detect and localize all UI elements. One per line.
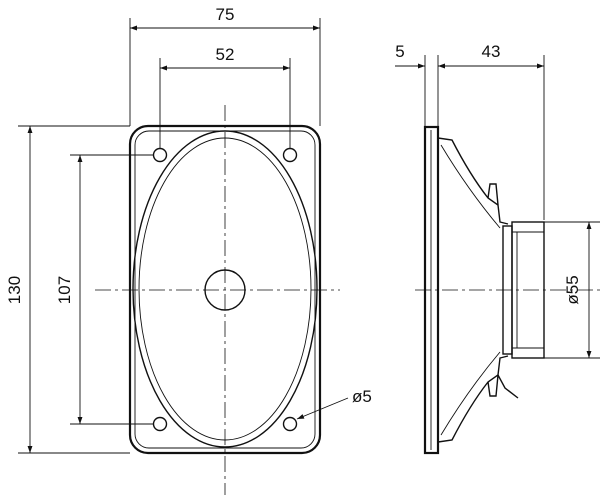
mounting-hole-top-left — [152, 147, 168, 163]
dim-overall-height-label: 130 — [5, 276, 24, 304]
dim-hole-diameter-label: ø5 — [352, 387, 372, 406]
dim-overall-width-label: 75 — [216, 5, 235, 24]
dim-magnet-diameter-label: ø55 — [563, 275, 582, 304]
dim-hole-spacing-height-label: 107 — [55, 276, 74, 304]
cone-outer-ellipse — [132, 130, 318, 448]
dimension-lines: 75 52 130 107 5 43 ø55 ø5 — [5, 5, 600, 454]
mounting-hole-top-right — [282, 147, 298, 163]
dim-hole-spacing-width-label: 52 — [216, 45, 235, 64]
dim-flange-thickness-label: 5 — [395, 42, 404, 61]
side-basket-bottom — [437, 355, 509, 443]
side-cone-line-bottom — [440, 351, 501, 436]
mounting-hole-bottom-left — [152, 416, 168, 432]
side-basket-top — [437, 137, 509, 225]
side-view — [415, 125, 600, 455]
front-view — [95, 105, 340, 495]
side-tab-top — [487, 183, 499, 206]
dim-hole-diameter-leader — [296, 397, 349, 420]
side-tab-bottom — [487, 374, 499, 397]
side-cone-line-top — [440, 144, 501, 229]
side-terminal — [497, 374, 519, 399]
mounting-hole-bottom-right — [282, 416, 298, 432]
dim-depth-label: 43 — [482, 42, 501, 61]
